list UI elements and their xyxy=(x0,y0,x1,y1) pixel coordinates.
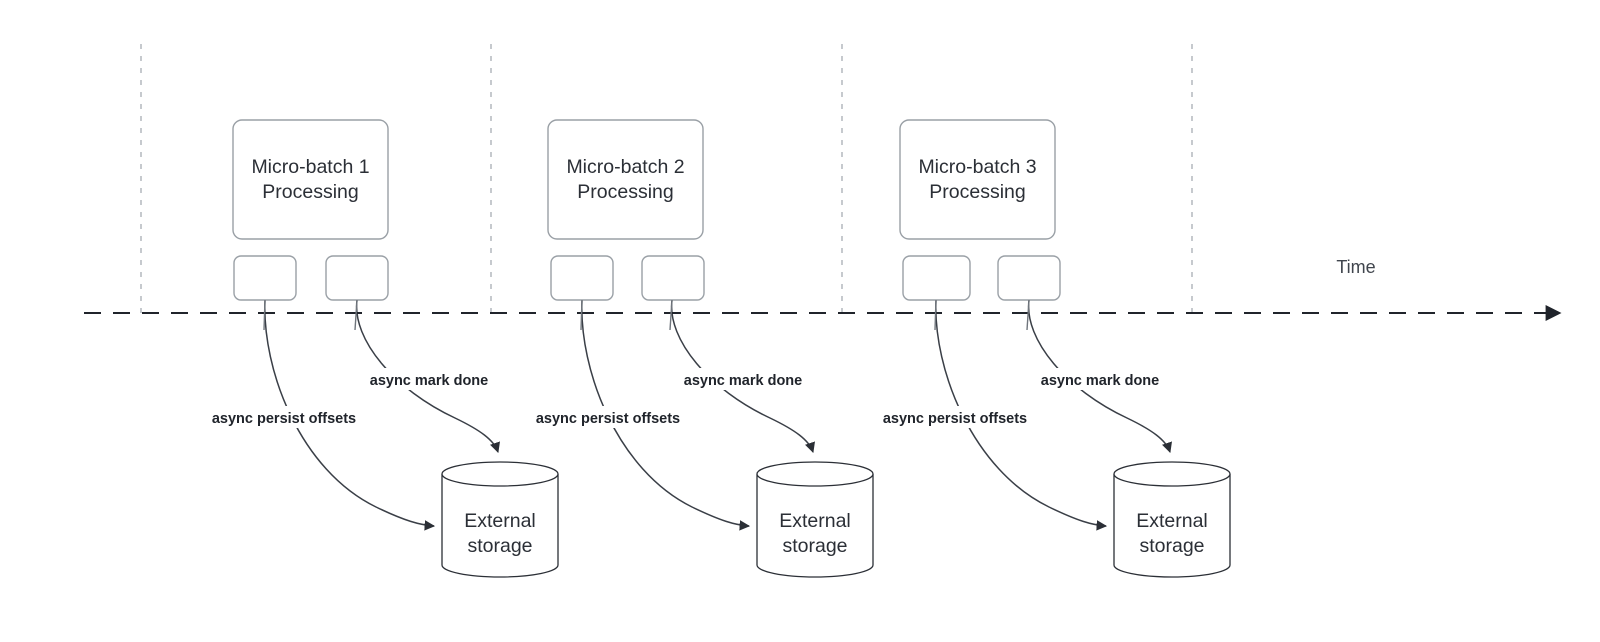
external-storage-2[interactable]: External storage xyxy=(756,461,874,578)
flow-mark-done-2 xyxy=(670,299,815,453)
micro-batch-box-1-line1: Micro-batch 1 xyxy=(251,156,369,178)
task-box-2b[interactable] xyxy=(641,255,705,301)
flow-persist-offsets-1 xyxy=(264,299,436,531)
external-storage-2-top xyxy=(756,461,874,487)
edge-label-async-persist-offsets-3: async persist offsets xyxy=(883,411,1027,427)
task-box-1a[interactable] xyxy=(233,255,297,301)
external-storage-3[interactable]: External storage xyxy=(1113,461,1231,578)
task-box-2a[interactable] xyxy=(550,255,614,301)
task-box-1b[interactable] xyxy=(325,255,389,301)
edge-label-async-persist-offsets-2: async persist offsets xyxy=(536,411,680,427)
external-storage-3-line1: External xyxy=(1136,510,1208,532)
flow-persist-offsets-3 xyxy=(935,299,1108,531)
flow-mark-done-3 xyxy=(1027,299,1172,453)
flow-mark-done-1 xyxy=(355,299,500,453)
edge-label-async-mark-done-3: async mark done xyxy=(1041,373,1159,389)
task-stem-2a xyxy=(580,299,583,331)
flow-persist-offsets-2 xyxy=(581,299,751,531)
micro-batch-box-3-line2: Processing xyxy=(929,181,1025,203)
edge-label-async-mark-done-1: async mark done xyxy=(370,373,488,389)
micro-batch-box-2[interactable] xyxy=(547,119,704,240)
task-stem-3a xyxy=(934,299,937,331)
task-stem-1b xyxy=(354,299,358,331)
external-storage-3-top xyxy=(1113,461,1231,487)
external-storage-1-line2: storage xyxy=(467,535,532,557)
edge-label-async-mark-done-2: async mark done xyxy=(684,373,802,389)
external-storage-1-line1: External xyxy=(464,510,536,532)
external-storage-1[interactable]: External storage xyxy=(441,461,559,578)
micro-batch-group-2: Micro-batch 2 Processing External storag… xyxy=(517,119,874,578)
micro-batch-group-1: Micro-batch 1 Processing External storag… xyxy=(193,119,559,578)
flow-arrows xyxy=(264,299,1172,531)
task-stem-2b xyxy=(669,299,673,331)
micro-batch-box-2-line2: Processing xyxy=(577,181,673,203)
external-storage-2-line2: storage xyxy=(782,535,847,557)
micro-batch-box-1[interactable] xyxy=(232,119,389,240)
task-stem-1a xyxy=(263,299,266,331)
time-axis-label: Time xyxy=(1336,257,1375,277)
micro-batch-box-2-line1: Micro-batch 2 xyxy=(566,156,684,178)
micro-batch-box-3[interactable] xyxy=(899,119,1056,240)
edge-label-async-persist-offsets-1: async persist offsets xyxy=(212,411,356,427)
micro-batch-box-1-line2: Processing xyxy=(262,181,358,203)
external-storage-1-top xyxy=(441,461,559,487)
task-box-3b[interactable] xyxy=(997,255,1061,301)
micro-batch-box-3-line1: Micro-batch 3 xyxy=(918,156,1036,178)
tick-lines xyxy=(140,44,1193,318)
task-stem-3b xyxy=(1026,299,1030,331)
micro-batch-group-3: Micro-batch 3 Processing External storag… xyxy=(864,119,1231,578)
external-storage-2-line1: External xyxy=(779,510,851,532)
task-box-3a[interactable] xyxy=(902,255,971,301)
external-storage-3-line2: storage xyxy=(1139,535,1204,557)
